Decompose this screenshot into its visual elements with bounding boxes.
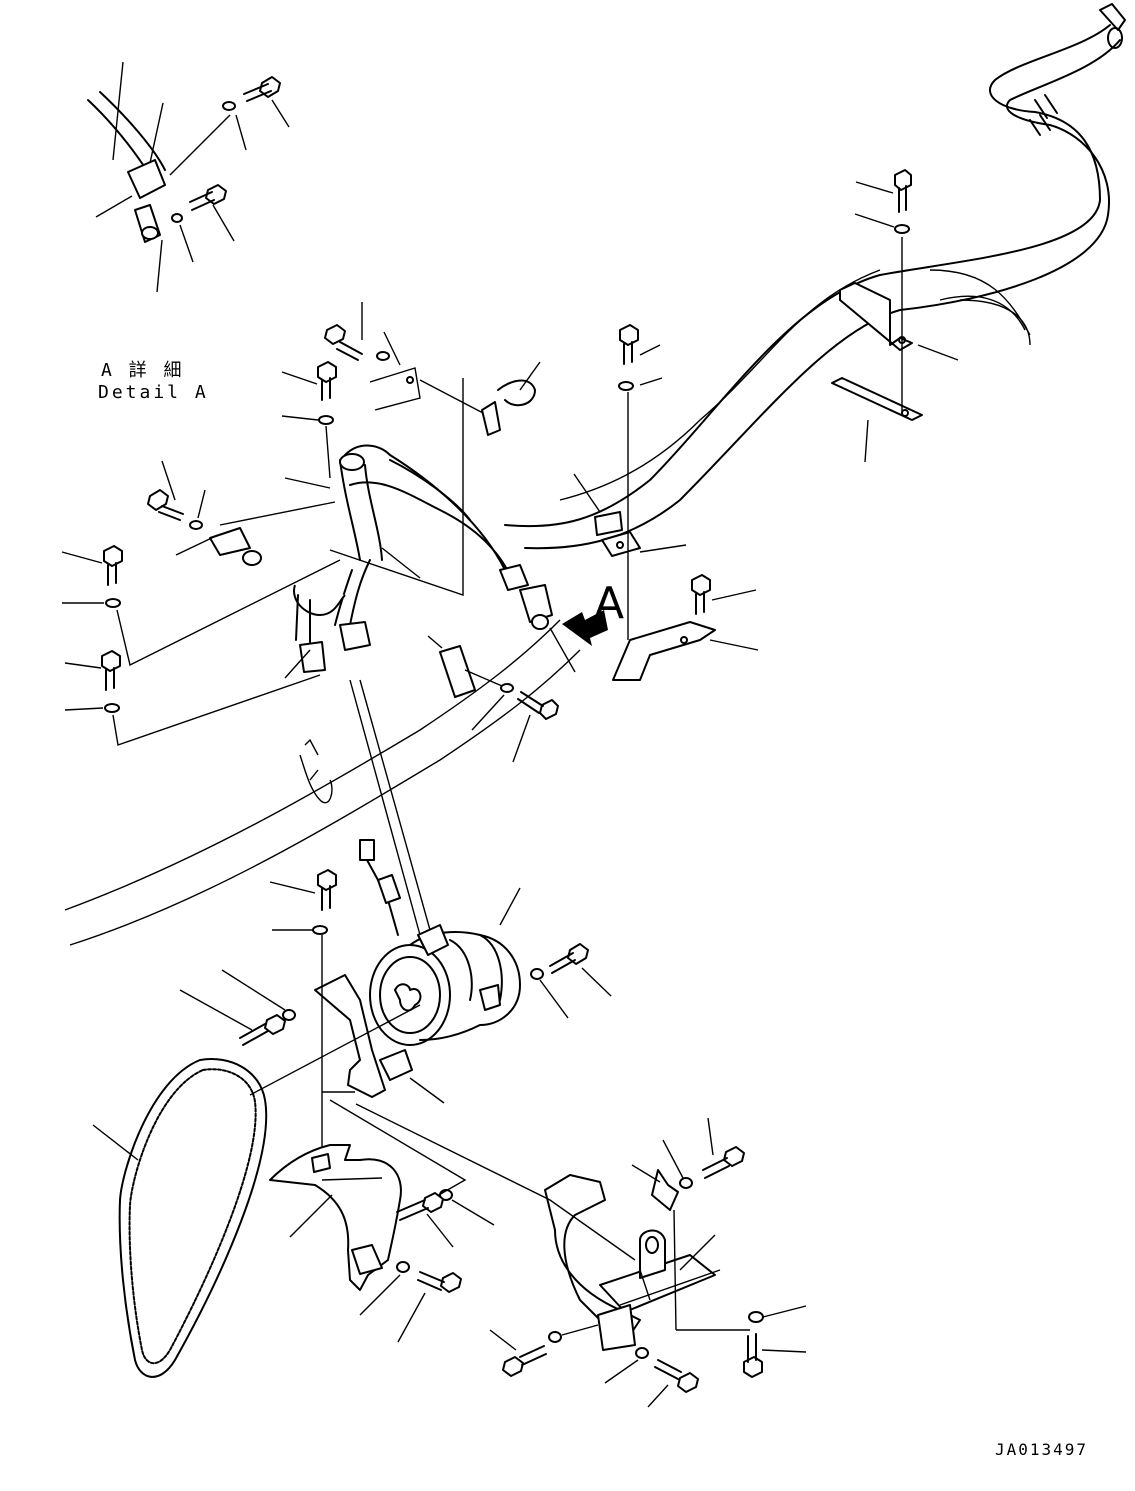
- detail-a-clamp: [87, 61, 290, 293]
- frame-edge: [939, 295, 1026, 331]
- hose-assembly: [504, 3, 1126, 550]
- bolt-upper-right: [854, 169, 912, 234]
- engine-tube-background: [64, 619, 581, 946]
- v-belt: [92, 1058, 268, 1378]
- bolts-mid: [61, 302, 759, 746]
- compressor: [349, 679, 521, 1046]
- compressor-bracket: [179, 869, 612, 1155]
- hose-bracket-upper: [831, 237, 959, 463]
- detail-a-title-en: Detail A: [98, 382, 209, 403]
- clamp-mid: [562, 473, 687, 646]
- drawing-code: JA013497: [995, 1440, 1089, 1459]
- hose-mid: [284, 444, 576, 679]
- clamp-j: [329, 361, 559, 763]
- view-direction-label: A: [594, 578, 625, 629]
- mounting-bracket: [355, 1103, 807, 1408]
- belt-cover: [269, 1091, 495, 1343]
- detail-a-title-jp: A 詳 細: [101, 360, 185, 381]
